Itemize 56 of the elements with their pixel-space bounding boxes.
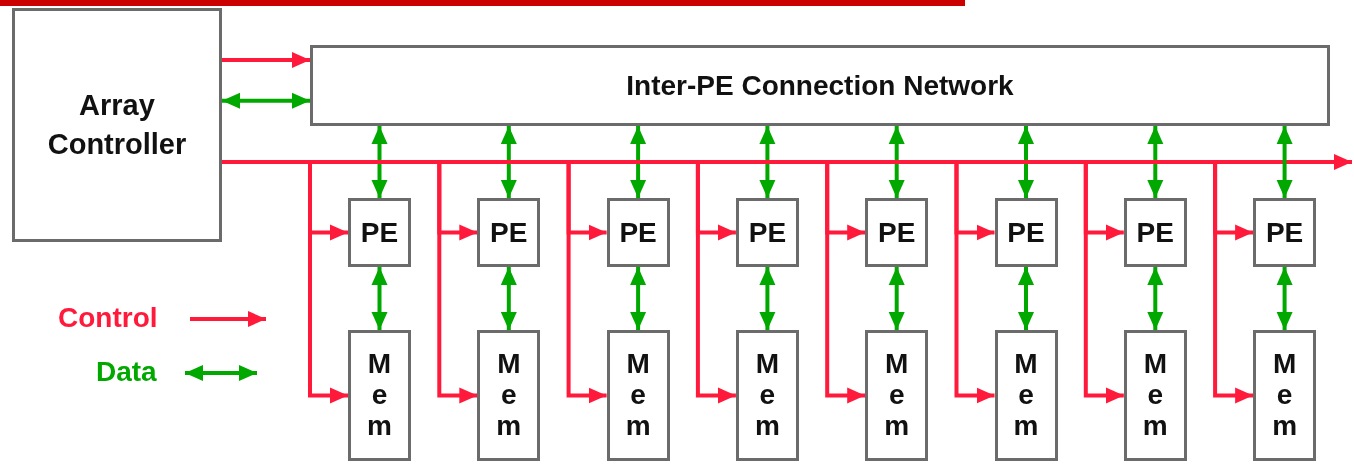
processing-element-box <box>994 198 1058 267</box>
data-arrow <box>1018 126 1034 198</box>
node-label: Mem <box>1012 349 1040 442</box>
data-arrow <box>888 267 905 330</box>
network-box <box>310 45 1330 126</box>
data-arrow <box>371 267 388 330</box>
memory-box <box>865 330 929 461</box>
data-arrow <box>1147 126 1164 198</box>
node-label: PE <box>1265 215 1304 250</box>
processing-element-box <box>735 198 799 267</box>
memory-box <box>994 330 1058 461</box>
node-label: PE <box>1136 215 1174 250</box>
data-arrow <box>1276 267 1293 330</box>
data-arrow <box>1147 267 1164 330</box>
node-label: Mem <box>1271 349 1299 442</box>
processing-element-box <box>1123 198 1187 267</box>
data-arrow <box>1018 267 1034 330</box>
data-arrow <box>371 126 388 198</box>
legend-label: Data <box>96 356 157 388</box>
data-arrow <box>630 267 647 330</box>
memory-box <box>1253 330 1317 461</box>
control-arrow <box>222 52 310 68</box>
node-label: Mem <box>624 349 652 442</box>
node-label: Mem <box>495 349 523 442</box>
processing-element-box <box>477 198 541 267</box>
processing-element-box <box>865 198 929 267</box>
data-arrow <box>630 126 647 198</box>
memory-box <box>1123 330 1187 461</box>
processing-element-box <box>348 198 411 267</box>
data-arrow <box>500 267 517 330</box>
memory-box <box>606 330 670 461</box>
node-label: Mem <box>1141 349 1169 442</box>
node-label: Mem <box>366 349 393 442</box>
node-label: PE <box>1007 215 1045 250</box>
memory-box <box>735 330 799 461</box>
node-label: Inter-PE Connection Network <box>626 68 1014 103</box>
data-arrow <box>1276 126 1293 198</box>
node-label: Mem <box>883 349 911 442</box>
node-label: PE <box>360 215 399 250</box>
data-arrow <box>500 126 517 198</box>
data-arrow <box>888 126 905 198</box>
node-label: Mem <box>753 349 781 442</box>
node-label: PE <box>748 215 787 250</box>
memory-box <box>348 330 411 461</box>
node-label: PE <box>490 215 528 250</box>
legend-label: Control <box>58 302 158 334</box>
node-label: PE <box>619 215 657 250</box>
data-arrow <box>759 126 776 198</box>
memory-box <box>477 330 541 461</box>
data-arrow <box>759 267 776 330</box>
node-label: PE <box>878 215 916 250</box>
controller-box <box>12 8 222 242</box>
data-arrow <box>222 92 310 109</box>
processing-element-box <box>1253 198 1317 267</box>
node-label: Array Controller <box>46 87 188 162</box>
processing-element-box <box>606 198 670 267</box>
